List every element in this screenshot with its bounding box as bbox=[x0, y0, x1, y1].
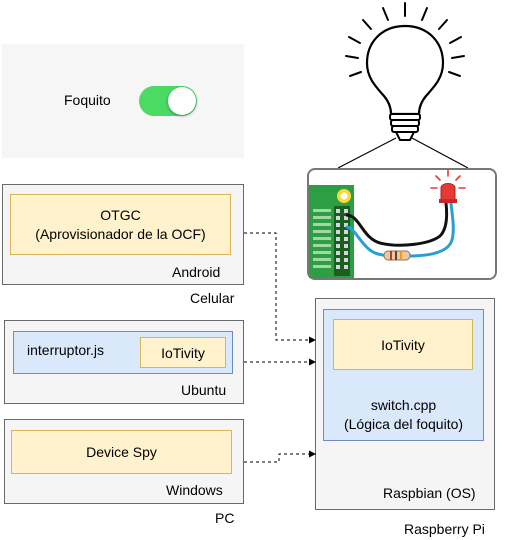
pc-label: PC bbox=[215, 510, 235, 526]
ubuntu-iotivity-box: IoTivity bbox=[140, 337, 226, 368]
switch-cpp-subtitle: (Lógica del foquito) bbox=[343, 416, 464, 432]
circuit-frame bbox=[307, 168, 497, 280]
ubuntu-label: Ubuntu bbox=[181, 382, 227, 398]
toggle-knob bbox=[168, 87, 196, 115]
interruptor-label: interruptor.js bbox=[27, 342, 105, 358]
raspbian-iotivity-box: IoTivity bbox=[333, 319, 473, 370]
otgc-app-box: OTGC (Aprovisionador de la OCF) bbox=[10, 194, 231, 255]
windows-to-raspbian-connector bbox=[244, 450, 316, 463]
ubuntu-iotivity-label: IoTivity bbox=[161, 344, 205, 361]
switch-cpp-text: switch.cpp (Lógica del foquito) bbox=[323, 393, 484, 437]
light-rays-icon bbox=[345, 2, 465, 77]
switch-cpp-title: switch.cpp bbox=[370, 397, 437, 413]
raspbian-iotivity-label: IoTivity bbox=[381, 336, 425, 353]
device-spy-box: Device Spy bbox=[11, 430, 232, 474]
celular-label: Celular bbox=[190, 290, 235, 306]
bulb-icon bbox=[365, 24, 445, 116]
otgc-subtitle: (Aprovisionador de la OCF) bbox=[35, 225, 206, 242]
device-spy-label: Device Spy bbox=[86, 444, 157, 460]
android-to-raspbian-connector bbox=[244, 232, 316, 344]
raspberry-pi-label: Raspberry Pi bbox=[404, 521, 485, 537]
windows-label: Windows bbox=[166, 482, 223, 498]
toggle-label: Foquito bbox=[64, 92, 111, 108]
otgc-title: OTGC bbox=[100, 206, 141, 223]
foquito-toggle[interactable] bbox=[139, 86, 197, 116]
toggle-panel bbox=[2, 44, 244, 158]
android-label: Android bbox=[172, 264, 221, 280]
raspbian-label: Raspbian (OS) bbox=[383, 485, 476, 501]
